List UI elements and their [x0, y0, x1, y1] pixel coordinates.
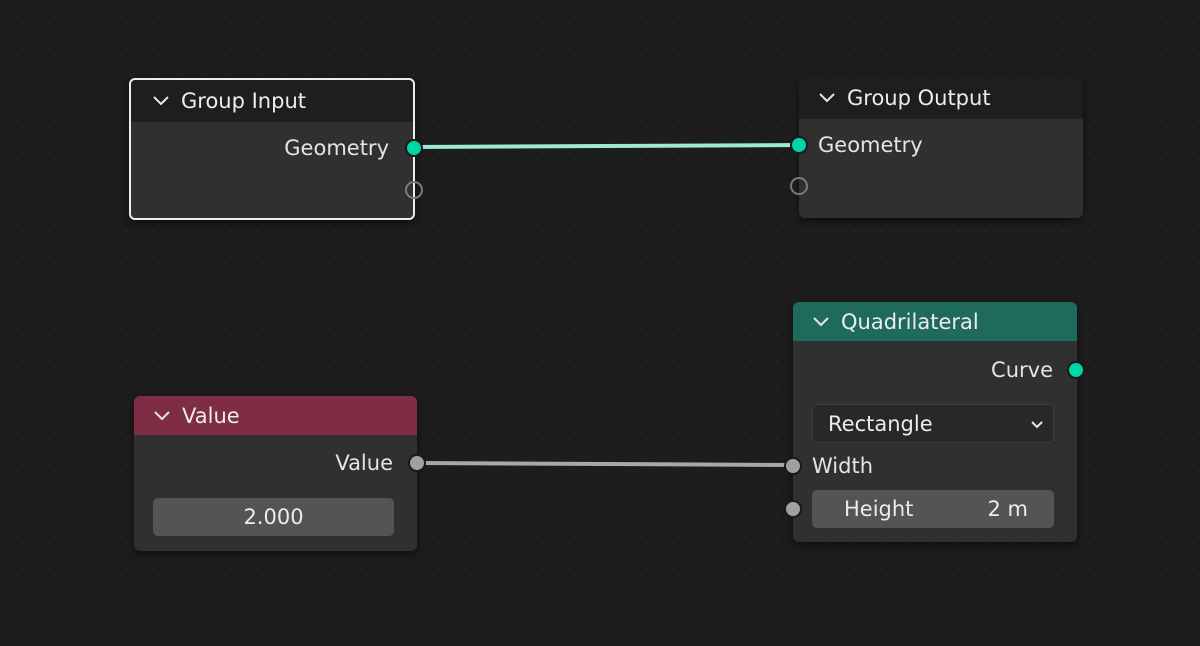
group-input-node[interactable]: Group Input Geometry: [129, 78, 423, 220]
node-title: Group Input: [181, 89, 306, 113]
chevron-down-icon[interactable]: [152, 405, 174, 427]
value-header[interactable]: Value: [134, 396, 417, 435]
output-label-geometry: Geometry: [284, 136, 389, 160]
geometry-output-socket[interactable]: [405, 139, 423, 157]
empty-input-socket[interactable]: [790, 177, 808, 195]
chevron-down-icon[interactable]: [811, 311, 833, 333]
group-output-node[interactable]: Group Output Geometry: [790, 77, 1083, 218]
link-geometry[interactable]: [413, 143, 801, 149]
value-output-socket[interactable]: [408, 454, 426, 472]
height-field[interactable]: Height 2 m: [812, 490, 1054, 528]
chevron-down-icon[interactable]: [817, 87, 839, 109]
group-input-header[interactable]: Group Input: [131, 80, 413, 122]
chevron-down-icon[interactable]: [151, 90, 173, 112]
height-input-socket[interactable]: [784, 500, 802, 518]
node-title: Quadrilateral: [841, 309, 979, 334]
height-value: 2 m: [987, 497, 1029, 521]
width-label: Width: [812, 454, 874, 478]
group-output-header[interactable]: Group Output: [799, 77, 1083, 119]
geometry-input-socket[interactable]: [790, 136, 808, 154]
chevron-down-icon: [1029, 416, 1045, 432]
empty-output-socket[interactable]: [405, 181, 423, 199]
mode-dropdown[interactable]: Rectangle: [812, 404, 1054, 443]
value-field[interactable]: 2.000: [153, 498, 394, 536]
quadrilateral-node[interactable]: Quadrilateral Curve Rectangle Width Heig…: [784, 302, 1085, 542]
output-label-curve: Curve: [991, 358, 1053, 382]
quadrilateral-header[interactable]: Quadrilateral: [793, 302, 1077, 341]
width-input-socket[interactable]: [784, 457, 802, 475]
node-title: Value: [182, 403, 240, 428]
mode-dropdown-value: Rectangle: [828, 411, 933, 436]
node-title: Group Output: [847, 86, 991, 110]
curve-output-socket[interactable]: [1067, 361, 1085, 379]
height-label: Height: [844, 497, 914, 521]
value-field-text: 2.000: [243, 505, 304, 529]
output-label-value: Value: [335, 451, 393, 475]
link-value-width[interactable]: [416, 461, 794, 467]
input-label-geometry: Geometry: [818, 133, 923, 157]
value-node[interactable]: Value Value 2.000: [134, 396, 426, 551]
